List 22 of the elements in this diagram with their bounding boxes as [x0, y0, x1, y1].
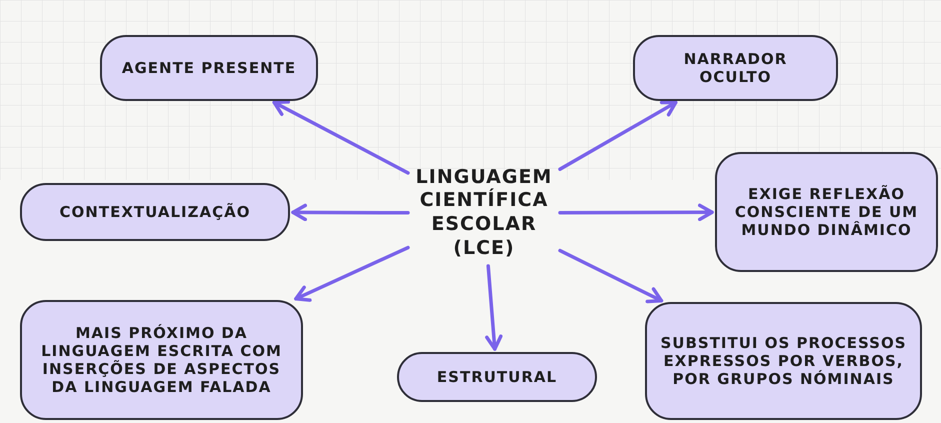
arrow [558, 100, 678, 171]
arrow [272, 100, 410, 175]
concept-text: ESTRUTURAL [436, 368, 558, 386]
concept-box [715, 152, 938, 272]
concept-text: CONTEXTUALIZAÇÃO [60, 203, 250, 221]
concept-box [645, 302, 922, 420]
concept-text: EXIGE REFLEXÃO CONSCIENTE DE UM MUNDO DINÂMICO [734, 185, 920, 239]
concept-box [397, 352, 597, 402]
concept-box [20, 183, 290, 241]
arrow [291, 204, 410, 222]
concept-text: AGENTE PRESENTE [122, 59, 296, 77]
concept-box [633, 35, 838, 101]
concept-text: NARRADOR OCULTO [682, 50, 788, 86]
concept-text: SUBSTITUI OS PROCESSOS EXPRESSOS POR VERBOS, POR GRUPOS NÓMINAIS [659, 334, 908, 388]
arrow [558, 248, 664, 304]
central-concept-text: LINGUAGEM CIENTÍFICA ESCOLAR (LCE) [398, 158, 570, 268]
arrow [485, 264, 503, 351]
concept-box [100, 35, 318, 101]
arrow [558, 204, 714, 222]
concept-text: MAIS PRÓXIMO DA LINGUAGEM ESCRITA COM INSERÇÕES DE ASPECTOS DA LINGUAGEM FALADA [40, 324, 283, 396]
arrow [294, 246, 410, 302]
concept-box [20, 300, 303, 420]
